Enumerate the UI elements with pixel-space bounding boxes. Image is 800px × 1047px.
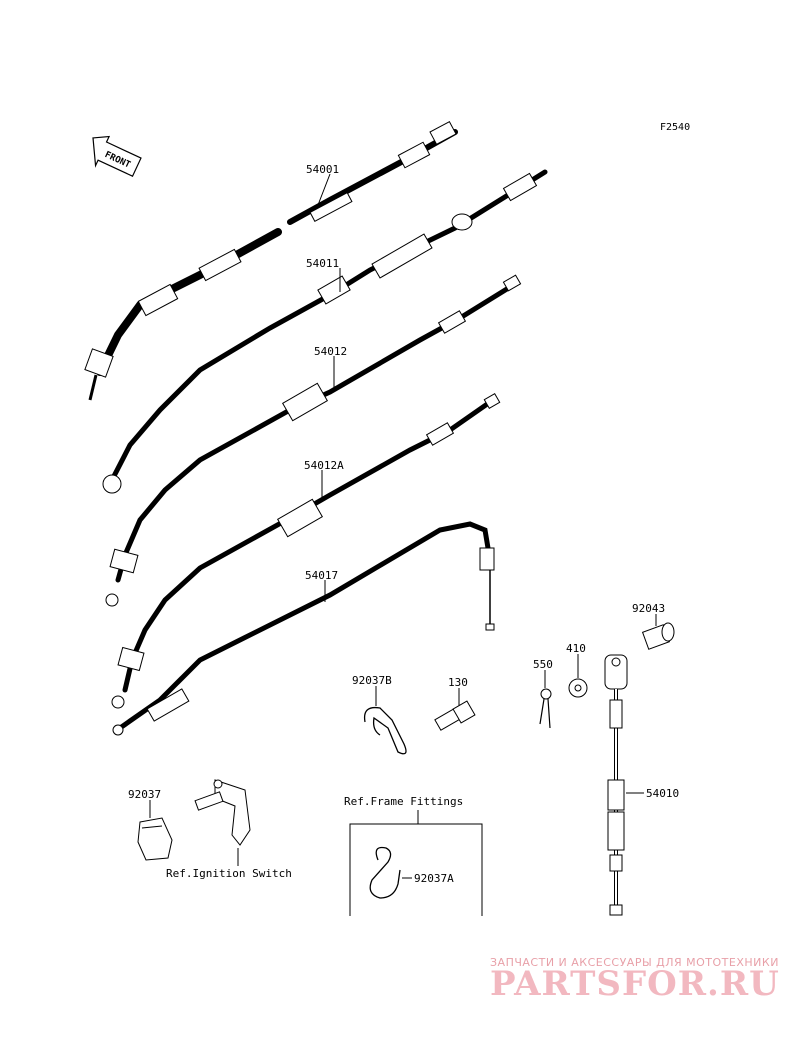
ignition-switch-bracket	[194, 779, 251, 846]
cable-54017	[112, 521, 495, 736]
part-550	[539, 688, 552, 729]
cable-54011	[102, 169, 548, 494]
cable-54012a	[111, 392, 501, 709]
cable-54010	[604, 654, 628, 916]
part-92037a	[369, 846, 401, 899]
label-550: 550	[533, 658, 553, 671]
ref-ignition-switch: Ref.Ignition Switch	[166, 867, 292, 880]
label-54017: 54017	[305, 569, 338, 582]
ref-frame-fittings: Ref.Frame Fittings	[344, 795, 463, 808]
watermark-tagline: ЗАПЧАСТИ И АКСЕССУАРЫ ДЛЯ МОТОТЕХНИКИ	[490, 956, 779, 969]
label-54001: 54001	[306, 163, 339, 176]
label-92037b: 92037B	[352, 674, 392, 687]
label-410: 410	[566, 642, 586, 655]
label-54011: 54011	[306, 257, 339, 270]
part-130	[434, 700, 476, 731]
part-92043	[641, 622, 675, 650]
label-54012: 54012	[314, 345, 347, 358]
leader-54001	[317, 173, 331, 206]
label-54012a: 54012A	[304, 459, 344, 472]
figure-code: F2540	[660, 122, 690, 133]
frame-fittings-box	[349, 823, 483, 916]
part-92037b	[363, 706, 407, 755]
cable-54001	[84, 120, 458, 401]
label-130: 130	[448, 676, 468, 689]
label-92037: 92037	[128, 788, 161, 801]
label-92037a: 92037A	[414, 872, 454, 885]
front-arrow-icon: FRONT	[92, 135, 142, 178]
label-92043: 92043	[632, 602, 665, 615]
part-92037	[137, 817, 173, 861]
cable-54012	[105, 274, 522, 607]
part-410	[568, 678, 588, 698]
label-54010: 54010	[646, 787, 679, 800]
watermark-logo: PARTSFOR.RU	[490, 964, 780, 1004]
